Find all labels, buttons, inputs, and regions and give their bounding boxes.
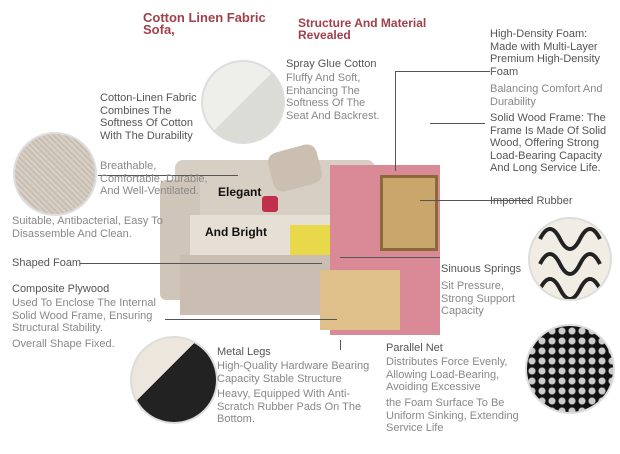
foam-label: High-Density Foam: Made with Multi-Layer… [490,28,601,78]
spray-cotton-circle [201,60,285,144]
plywood-label: Composite Plywood [12,283,110,295]
net-label: Parallel Net [386,342,443,354]
net-desc-2: the Foam Surface To Be Uniform Sinking, … [386,397,519,434]
leader-line [340,257,440,258]
foam-extra: Balancing Comfort And Durability [490,83,603,108]
legs-desc-2: Heavy, Equipped With Anti-Scratch Rubber… [217,388,362,425]
fabric-desc-1: Breathable, Comfortable, Durable, And We… [100,160,208,197]
overlay-bright: And Bright [205,225,267,239]
rubber-label: Imported Rubber [490,195,573,207]
leader-line [430,123,485,124]
spring-icon [538,227,602,299]
fabric-label: Cotton-Linen Fabric Combines The Softnes… [100,92,197,142]
leader-line [420,200,530,201]
spray-desc: Fluffy And Soft, Enhancing The Softness … [286,72,380,122]
fabric-circle [13,132,97,216]
leader-line [395,71,396,171]
shaped-foam-label: Shaped Foam [12,257,82,269]
wood-frame [380,175,438,251]
leader-line [395,71,490,72]
fabric-desc-2: Suitable, Antibacterial, Easy To Disasse… [12,215,163,240]
title-left: Cotton Linen Fabric Sofa, [143,10,266,37]
red-bag [262,196,278,212]
leader-line [98,175,238,176]
leader-line [340,340,341,350]
springs-label: Sinuous Springs [441,263,522,275]
plywood-desc: Used To Enclose The Internal Solid Wood … [12,297,156,334]
sofa-base [180,255,330,315]
legs-label: Metal Legs [217,346,271,358]
leader-line [165,319,337,320]
spray-label: Spray Glue Cotton [286,58,377,70]
metal-legs-circle [130,336,218,424]
overlay-elegant: Elegant [218,185,262,199]
springs-circle [528,217,612,301]
plywood-extra: Overall Shape Fixed. [12,338,115,350]
wood-base [320,270,400,330]
parallel-net-circle [525,324,615,414]
legs-desc-1: High-Quality Hardware Bearing Capacity S… [217,360,370,385]
net-desc-1: Distributes Force Evenly, Allowing Load-… [386,356,508,393]
leader-line [80,263,322,264]
springs-desc: Sit Pressure, Strong Support Capacity [441,280,515,317]
wood-label: Solid Wood Frame: The Frame Is Made Of S… [490,112,607,174]
title-right: Structure And Material Revealed [298,16,427,42]
